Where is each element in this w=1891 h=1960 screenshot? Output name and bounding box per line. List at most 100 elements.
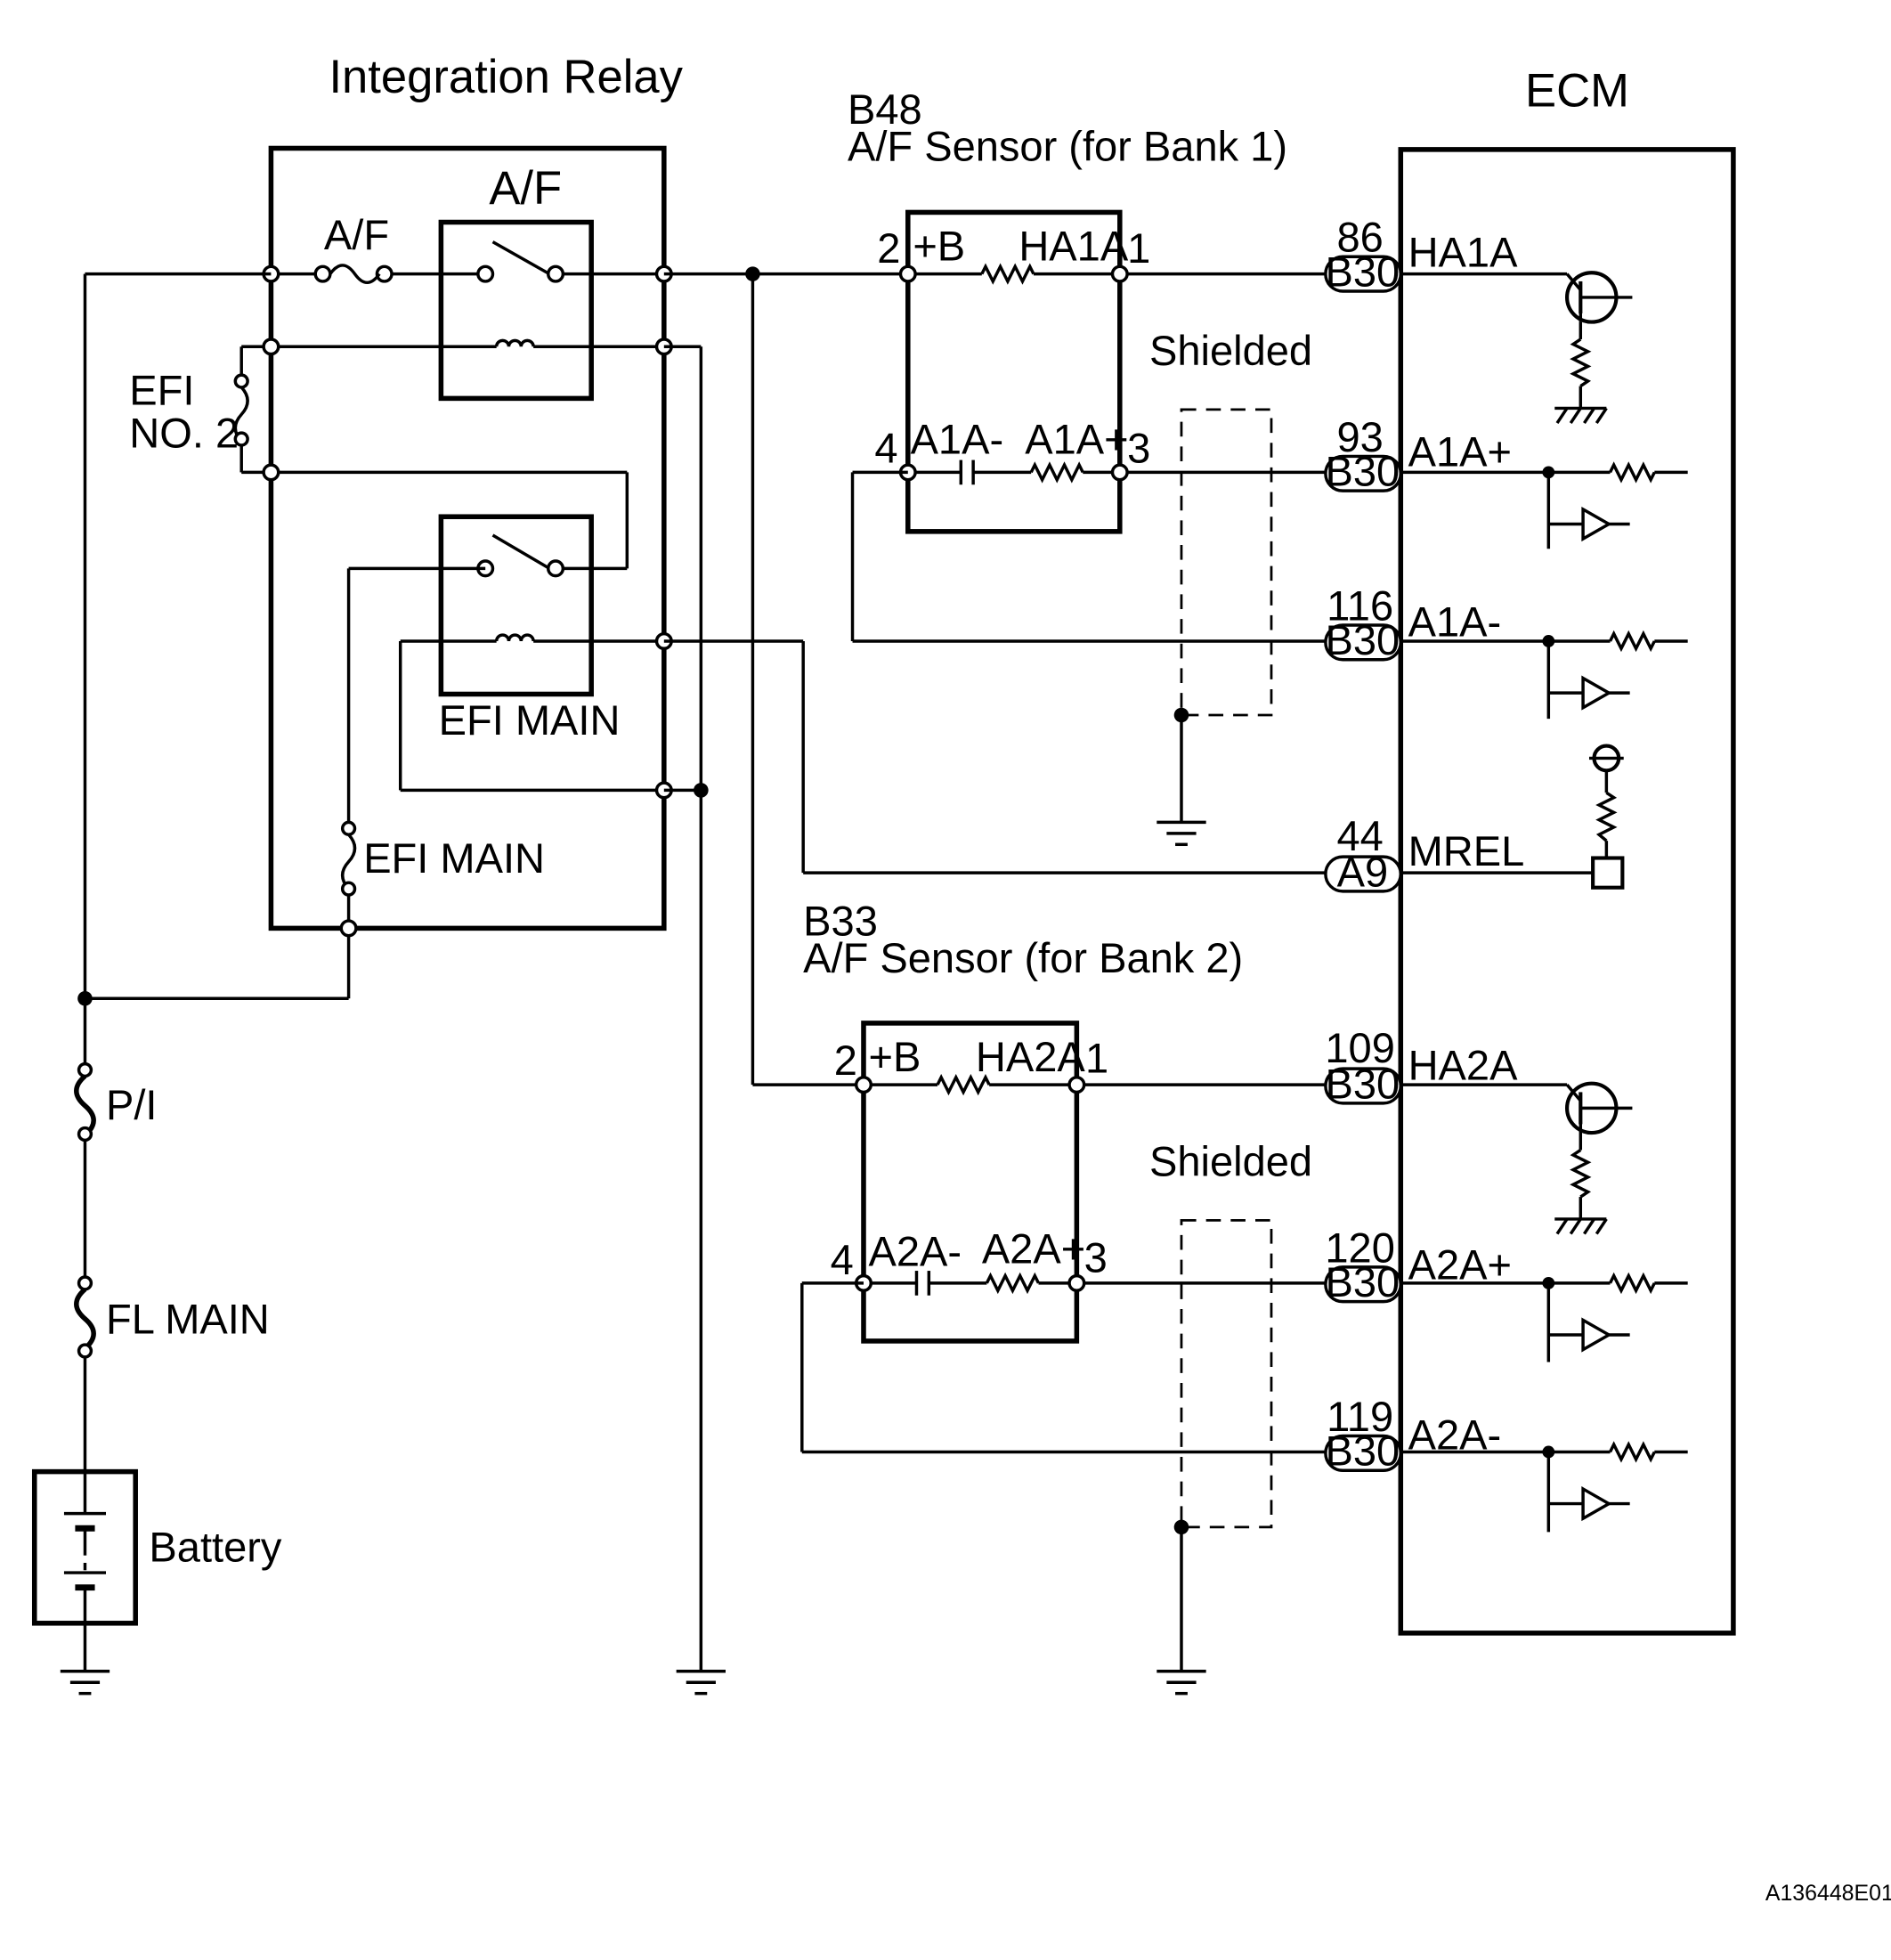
ground-shield1-icon — [1157, 820, 1206, 847]
ecm-box — [1398, 147, 1736, 1636]
sensor1-pin4: 4 — [874, 424, 897, 471]
connector-code: A9 — [1337, 848, 1389, 895]
ecm-pin-mrel: A9 44 MREL — [1324, 812, 1525, 895]
sensor1-pin2: 2 — [877, 224, 900, 272]
pin-number: 86 — [1336, 214, 1383, 261]
signal-name: MREL — [1408, 827, 1525, 874]
pin-number: 93 — [1336, 413, 1383, 460]
ecm-pin-a2a-plus: B30 120 A2A+ — [1324, 1224, 1512, 1305]
ecm: ECM B30 86 HA1A B30 93 A1A+ B30 116 A1A-… — [1324, 64, 1736, 1636]
transistor-ha2a-icon — [1400, 1081, 1633, 1235]
efi-main-fuse-label: EFI MAIN — [363, 834, 545, 882]
af-relay-box — [438, 219, 594, 402]
sensor2-name: A/F Sensor (for Bank 2) — [803, 934, 1243, 981]
sensor1-pin3: 3 — [1127, 424, 1150, 471]
sensor1-box — [905, 209, 1123, 534]
efi-no2-label-a: EFI — [129, 366, 194, 413]
ecm-mrel-output-icon — [1400, 744, 1625, 890]
efi-main-fuse: EFI MAIN — [339, 820, 545, 938]
sensor2-pin4: 4 — [831, 1236, 854, 1283]
sensor2-signal-resistor-icon — [985, 1272, 1041, 1295]
ecm-title: ECM — [1525, 64, 1629, 117]
af-fuse-icon — [329, 264, 381, 285]
efi-main-relay-switch-icon — [491, 533, 551, 570]
efi-main-relay-coil-icon — [494, 633, 535, 642]
connector-code: B30 — [1326, 1427, 1400, 1475]
af-fuse-label: A/F — [324, 211, 389, 258]
battery-label: Battery — [149, 1524, 281, 1571]
connector-code: B30 — [1326, 448, 1400, 495]
efi-no2-label-b: NO. 2 — [129, 410, 239, 457]
shield-bank1: Shielded — [1149, 327, 1312, 847]
sensor1-sig-minus: A1A- — [911, 416, 1004, 463]
integration-relay-box — [268, 145, 667, 931]
transistor-ha1a-icon — [1400, 271, 1633, 425]
ecm-input-a1a-minus-icon — [1400, 630, 1688, 720]
sensor2-box — [861, 1021, 1080, 1344]
shield1-dashed-box — [1180, 408, 1273, 717]
shield2-dashed-box — [1180, 1218, 1273, 1529]
sensor1-code: B48 — [848, 85, 922, 133]
af-relay-label: A/F — [489, 162, 562, 215]
sensor1-sig-plus: A1A+ — [1025, 416, 1128, 463]
sensor2-pin3: 3 — [1084, 1233, 1108, 1281]
pin-number: 44 — [1336, 812, 1383, 859]
ecm-input-a1a-plus-icon — [1400, 461, 1688, 549]
connector-code: B30 — [1326, 1060, 1400, 1107]
sensor1-heater-resistor-icon — [980, 263, 1035, 285]
efi-main-relay: EFI MAIN — [346, 514, 664, 824]
sensor1-plus-b: +B — [913, 222, 965, 269]
sensor2-heater: HA2A — [976, 1033, 1085, 1080]
ecm-pin-a1a-plus: B30 93 A1A+ — [1324, 413, 1512, 495]
sensor1-signal-resistor-icon — [1029, 461, 1084, 484]
efi-main-relay-label: EFI MAIN — [439, 696, 621, 744]
integration-relay-title: Integration Relay — [329, 51, 683, 103]
sensor2-sig-minus: A2A- — [869, 1228, 962, 1275]
fl-main-fuse-icon — [74, 1287, 96, 1351]
connector-code: B30 — [1326, 248, 1400, 295]
efi-main-relay-box — [438, 514, 594, 697]
connector-code: B30 — [1326, 1258, 1400, 1305]
shielded-label-1: Shielded — [1149, 327, 1312, 374]
shielded-label-2: Shielded — [1149, 1138, 1312, 1185]
figure-id: A136448E01 — [1765, 1881, 1891, 1906]
af-relay-switch-icon — [491, 240, 550, 276]
sensor2-code: B33 — [803, 898, 878, 945]
signal-name: HA1A — [1408, 228, 1518, 275]
sensor2-pin1: 1 — [1085, 1034, 1108, 1081]
sensor1-name: A/F Sensor (for Bank 1) — [848, 122, 1287, 169]
signal-name: A1A+ — [1408, 427, 1512, 475]
pin-number: 119 — [1327, 1393, 1393, 1440]
af-relay: A/F — [271, 162, 664, 402]
ecm-pin-a2a-minus: B30 119 A2A- — [1324, 1393, 1501, 1475]
pin-number: 116 — [1327, 581, 1393, 629]
ecm-pin-ha1a: B30 86 HA1A — [1324, 214, 1518, 295]
sensor1-pin1: 1 — [1127, 224, 1150, 272]
af-fuse: A/F — [313, 211, 394, 285]
efi-main-fuse-icon — [340, 834, 357, 891]
power-feed: P/I FL MAIN Battery — [31, 272, 351, 1671]
ground-relay-icon — [676, 1670, 726, 1696]
ground-shield2-icon — [1157, 1670, 1206, 1696]
af-sensor-bank2: B33 A/F Sensor (for Bank 2) 2 1 4 3 +B H… — [800, 898, 1326, 1454]
sensor2-plus-b: +B — [869, 1033, 921, 1080]
ground-battery-icon — [60, 1670, 110, 1696]
pin-number: 120 — [1325, 1224, 1394, 1271]
sensor2-heater-resistor-icon — [936, 1073, 991, 1096]
signal-name: HA2A — [1408, 1042, 1518, 1089]
ecm-input-a2a-plus-icon — [1400, 1272, 1688, 1362]
pi-fuse-label: P/I — [106, 1081, 158, 1128]
efi-no2-fuse: EFI NO. 2 — [129, 345, 629, 571]
integration-relay: Integration Relay A/F A/F — [129, 51, 684, 938]
sensor2-sig-plus: A2A+ — [982, 1225, 1085, 1273]
fl-main-fuse-label: FL MAIN — [106, 1296, 270, 1343]
ecm-pin-a1a-minus: B30 116 A1A- — [1324, 581, 1501, 663]
pi-fuse-icon — [74, 1074, 96, 1137]
sensor1-heater: HA1A — [1019, 222, 1128, 269]
af-sensor-bank1: B48 A/F Sensor (for Bank 1) 2 1 4 3 +B H… — [848, 85, 1326, 643]
shield-bank2: Shielded — [1149, 1138, 1312, 1696]
ecm-pin-ha2a: B30 109 HA2A — [1324, 1024, 1518, 1107]
af-relay-coil-icon — [494, 338, 535, 347]
ecm-input-a2a-minus-icon — [1400, 1441, 1688, 1533]
